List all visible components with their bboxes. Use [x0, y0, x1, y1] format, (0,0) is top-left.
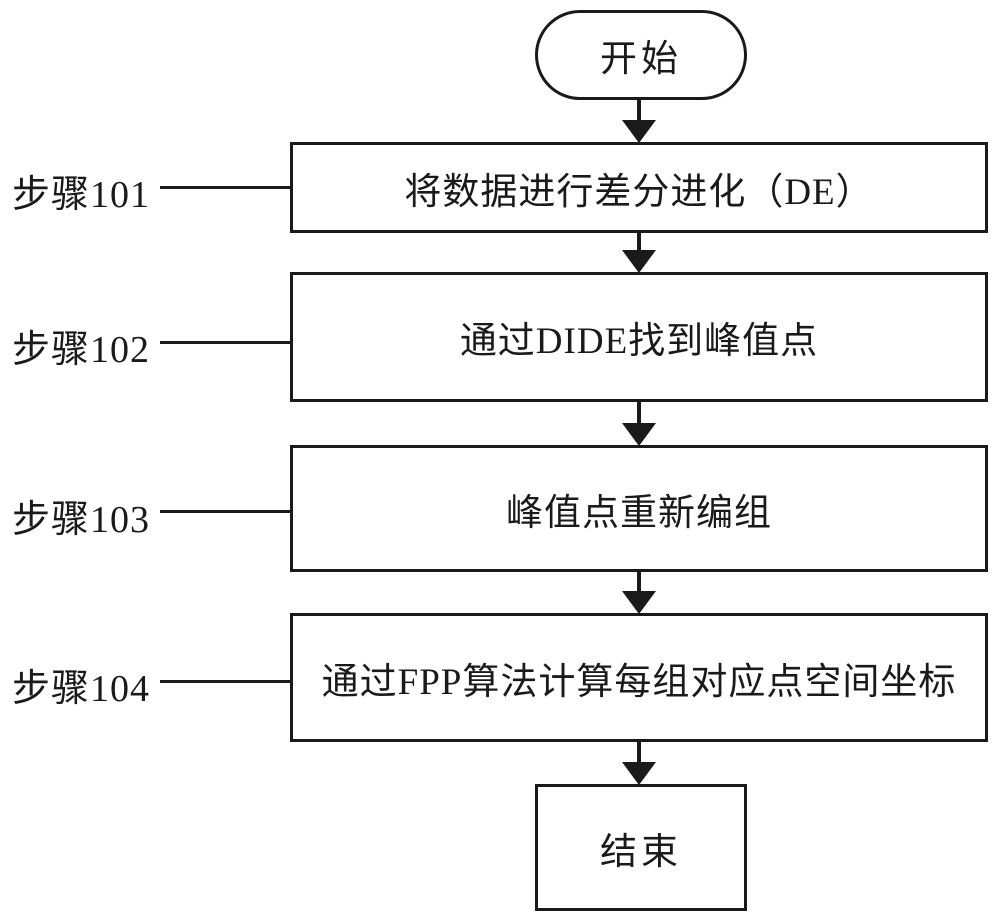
arrow-stem	[637, 742, 641, 762]
arrow-head-icon	[622, 250, 656, 273]
start-node-label: 开始	[600, 39, 682, 80]
process-box-104-text: 通过FPP算法计算每组对应点空间坐标	[321, 661, 957, 703]
step-label-102: 步骤102	[12, 329, 151, 371]
connector-line-104	[160, 680, 290, 683]
arrow-head-icon	[622, 591, 656, 614]
process-box-101-text: 将数据进行差分进化（DE）	[404, 171, 874, 213]
arrow-head-icon	[622, 423, 656, 446]
connector-line-102	[160, 341, 290, 344]
process-box-102: 通过DIDE找到峰值点	[290, 272, 988, 402]
process-box-104: 通过FPP算法计算每组对应点空间坐标	[290, 613, 988, 742]
connector-line-101	[160, 186, 290, 189]
process-box-103-text: 峰值点重新编组	[506, 492, 772, 534]
flow-arrow-down-icon	[622, 742, 656, 785]
end-node-label: 结束	[600, 831, 682, 873]
flow-arrow-down-icon	[622, 402, 656, 446]
process-box-102-text: 通过DIDE找到峰值点	[459, 321, 819, 362]
flow-arrow-down-icon	[622, 233, 656, 273]
process-box-103: 峰值点重新编组	[290, 445, 988, 572]
connector-line-103	[160, 510, 290, 513]
process-box-101: 将数据进行差分进化（DE）	[290, 142, 988, 233]
step-label-103: 步骤103	[12, 499, 151, 541]
step-label-104: 步骤104	[12, 668, 151, 710]
arrow-stem	[637, 233, 641, 250]
arrow-stem	[637, 100, 641, 120]
flow-arrow-down-icon	[622, 572, 656, 614]
arrow-stem	[637, 402, 641, 423]
flow-arrow-down-icon	[622, 100, 656, 143]
step-label-101: 步骤101	[12, 174, 151, 216]
start-node: 开始	[535, 10, 747, 100]
arrow-head-icon	[622, 120, 656, 143]
arrow-head-icon	[622, 762, 656, 785]
end-node: 结束	[535, 784, 747, 911]
arrow-stem	[637, 572, 641, 591]
